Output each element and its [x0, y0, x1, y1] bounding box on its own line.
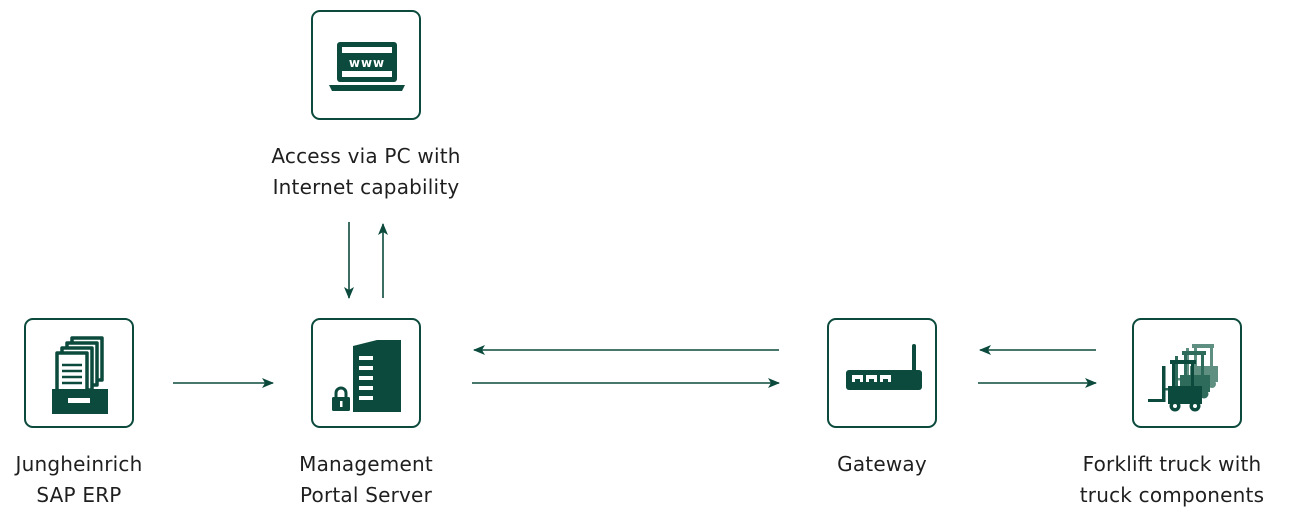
pc-label-line-1: Access via PC with [271, 144, 461, 168]
server-node [311, 318, 421, 428]
gateway-label: Gateway [752, 449, 1012, 480]
erp-label-line-1: Jungheinrich [15, 452, 143, 476]
gateway-label-line-1: Gateway [837, 452, 927, 476]
gateway-node [827, 318, 937, 428]
erp-label-line-2: SAP ERP [36, 483, 122, 507]
forklift-node [1132, 318, 1242, 428]
forklift-fleet-icon [1148, 344, 1218, 412]
forklift-label-line-1: Forklift truck with [1082, 452, 1262, 476]
pc-label-line-2: Internet capability [272, 175, 460, 199]
router-icon [846, 344, 922, 390]
server-lock-icon [329, 340, 401, 414]
erp-label: Jungheinrich SAP ERP [0, 449, 209, 511]
pc-label: Access via PC with Internet capability [236, 141, 496, 203]
www-icon-text: www [349, 56, 385, 70]
erp-node [24, 318, 134, 428]
pc-node: www [311, 10, 421, 120]
laptop-www-icon: www [329, 42, 405, 91]
file-cabinet-icon [52, 336, 108, 414]
forklift-label-line-2: truck components [1079, 483, 1265, 507]
forklift-label: Forklift truck with truck components [1042, 449, 1301, 511]
server-label: Management Portal Server [236, 449, 496, 511]
server-label-line-2: Portal Server [299, 483, 432, 507]
server-label-line-1: Management [299, 452, 433, 476]
